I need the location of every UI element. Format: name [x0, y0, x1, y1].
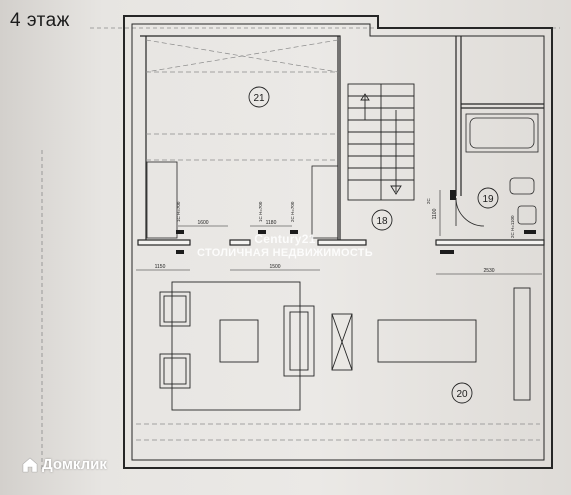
domclick-watermark: Домклик — [22, 456, 107, 473]
room-21-hidden-lines — [145, 39, 339, 161]
room-20-hidden-lines — [136, 423, 540, 441]
watermark-text: Домклик — [42, 456, 107, 473]
floor-label: 4 этаж — [10, 10, 70, 31]
socket-label: 2С — [426, 197, 431, 204]
room-numbers: 21 18 19 20 — [253, 93, 494, 400]
living-room-furniture — [159, 281, 531, 411]
outer-walls — [123, 15, 553, 469]
socket-label: 2С Н=1100 — [510, 215, 515, 238]
socket-icon — [524, 230, 536, 234]
dim-label: 1100 — [432, 208, 438, 219]
staircase — [347, 83, 415, 201]
agency-watermark: Century21 СТОЛИЧНАЯ НЕДВИЖИМОСТЬ — [175, 232, 395, 260]
dimension-lines — [136, 190, 542, 275]
house-icon — [22, 457, 38, 472]
bathroom-fixtures — [455, 113, 539, 227]
socket-icon — [450, 190, 456, 200]
socket-symbols — [176, 190, 536, 254]
socket-label: 1С Н=700 — [176, 201, 181, 222]
boundary-dashed-lines — [41, 27, 560, 470]
dim-label: 2530 — [483, 268, 494, 274]
socket-annotations: 1С Н=700 1С Н=700 2С Н=700 2С 2С Н=1100 — [176, 197, 515, 238]
socket-icon — [176, 230, 184, 234]
socket-icon — [440, 250, 454, 254]
room-21-number: 21 — [253, 93, 265, 104]
room-18-number: 18 — [376, 216, 388, 227]
agency-brand: Century21 — [254, 232, 316, 246]
dim-label: 1600 — [197, 220, 208, 226]
agency-text: СТОЛИЧНАЯ НЕДВИЖИМОСТЬ — [196, 247, 374, 259]
dimension-labels: 1600 1180 1150 1500 2530 1100 — [155, 208, 495, 274]
room-number-circles — [248, 86, 499, 404]
room-19-number: 19 — [482, 194, 494, 205]
dim-label: 1500 — [269, 264, 280, 270]
socket-icon — [176, 250, 184, 254]
socket-icon — [290, 230, 298, 234]
dim-label: 1180 — [266, 220, 277, 226]
socket-label: 2С Н=700 — [290, 201, 295, 222]
dim-label: 1150 — [155, 264, 166, 270]
room-20-number: 20 — [456, 389, 468, 400]
room-21-walls — [140, 35, 341, 240]
partition-walls — [137, 239, 545, 246]
socket-label: 1С Н=700 — [258, 201, 263, 222]
bathroom-walls — [455, 36, 544, 196]
wardrobes — [146, 161, 339, 239]
socket-icon — [258, 230, 266, 234]
